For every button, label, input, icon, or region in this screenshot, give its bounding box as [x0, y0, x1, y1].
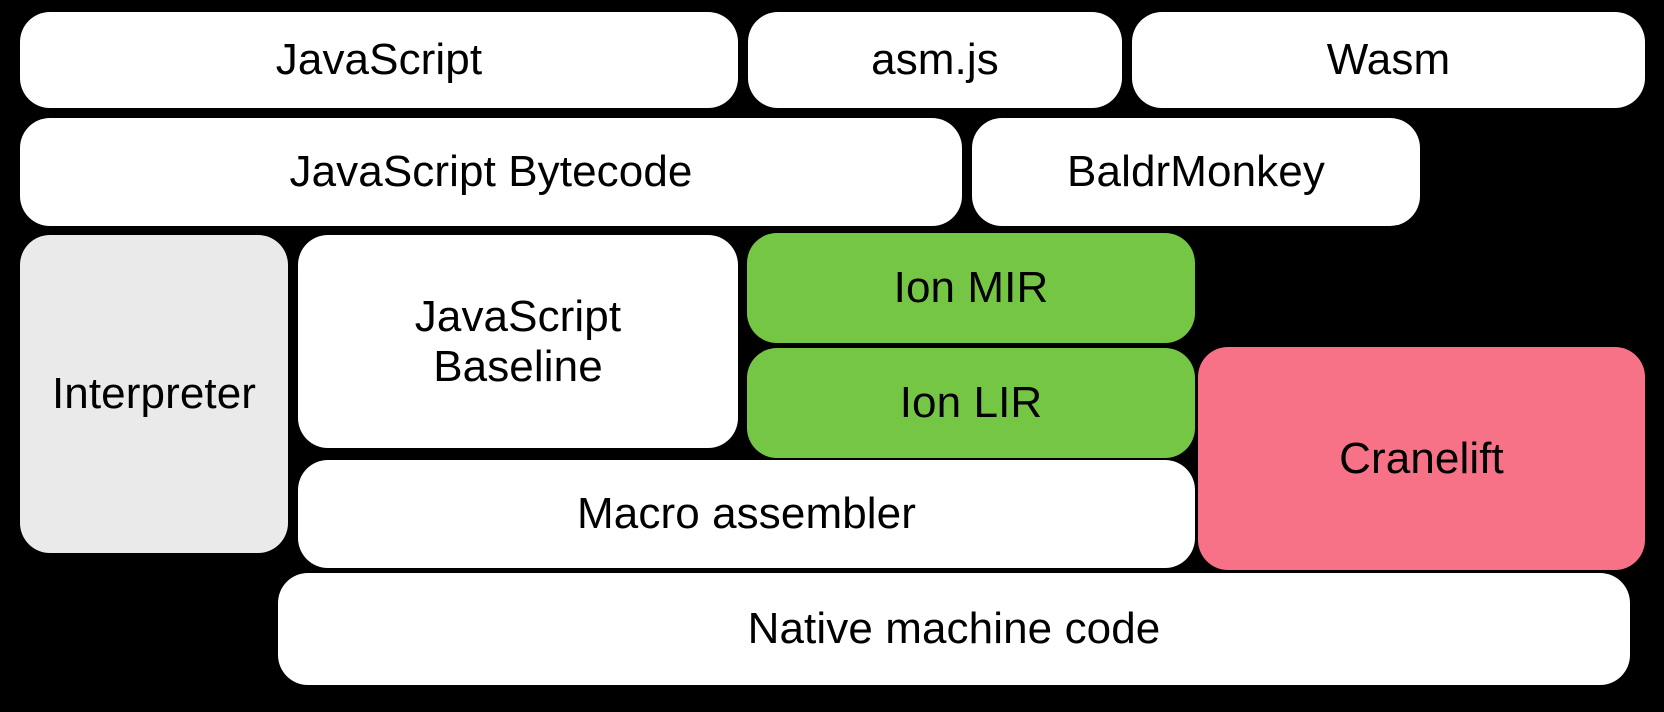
box-interpreter[interactable]: Interpreter: [20, 235, 288, 553]
box-javascript[interactable]: JavaScript: [20, 12, 738, 108]
box-ion-lir[interactable]: Ion LIR: [747, 348, 1195, 458]
box-asm-js[interactable]: asm.js: [748, 12, 1122, 108]
box-ion-mir[interactable]: Ion MIR: [747, 233, 1195, 343]
box-javascript-bytecode[interactable]: JavaScript Bytecode: [20, 118, 962, 226]
box-baldrmonkey[interactable]: BaldrMonkey: [972, 118, 1420, 226]
box-macro-assembler[interactable]: Macro assembler: [298, 460, 1195, 568]
box-cranelift[interactable]: Cranelift: [1198, 347, 1645, 570]
box-javascript-baseline[interactable]: JavaScript Baseline: [298, 235, 738, 448]
box-native-machine-code[interactable]: Native machine code: [278, 573, 1630, 685]
box-wasm[interactable]: Wasm: [1132, 12, 1645, 108]
